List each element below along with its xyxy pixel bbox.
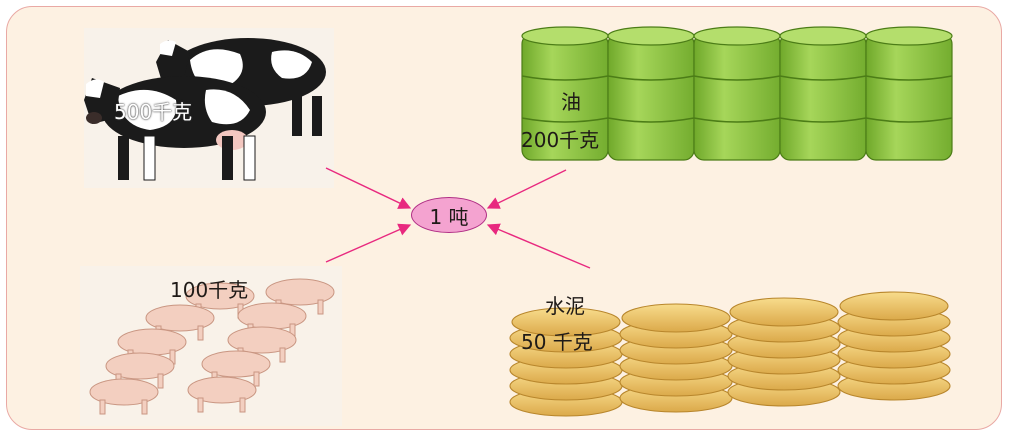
oil-barrels-illustration (521, 26, 953, 161)
center-node: 1 吨 (411, 197, 487, 233)
pigs-weight-label: 100千克 (170, 278, 249, 302)
barrel-icon (779, 26, 867, 161)
barrel-icon (865, 26, 953, 161)
oil-name-label: 油 (561, 90, 581, 114)
arrow-cement (486, 223, 591, 269)
arrow-cows (325, 167, 412, 209)
barrel-icon (607, 26, 695, 161)
pig-icon (187, 376, 257, 413)
cement-sacks-illustration (509, 291, 951, 417)
pig-icon (105, 352, 175, 389)
cow-front-icon (84, 76, 266, 181)
pig-icon (89, 378, 159, 415)
oil-weight-label: 200千克 (521, 128, 600, 152)
cement-weight-label: 50 千克 (521, 330, 593, 354)
pigs-illustration (80, 266, 342, 426)
arrow-pigs (325, 223, 412, 263)
sack-stack-icon (509, 307, 623, 417)
sack-stack-icon (619, 303, 733, 413)
cement-name-label: 水泥 (545, 294, 585, 318)
barrel-icon (693, 26, 781, 161)
cows-weight-label: 500千克 (114, 100, 193, 124)
sack-stack-icon (837, 291, 951, 401)
arrow-oil (486, 169, 567, 209)
cows-illustration (84, 28, 334, 188)
center-label: 1 吨 (429, 204, 469, 229)
sack-stack-icon (727, 297, 841, 407)
